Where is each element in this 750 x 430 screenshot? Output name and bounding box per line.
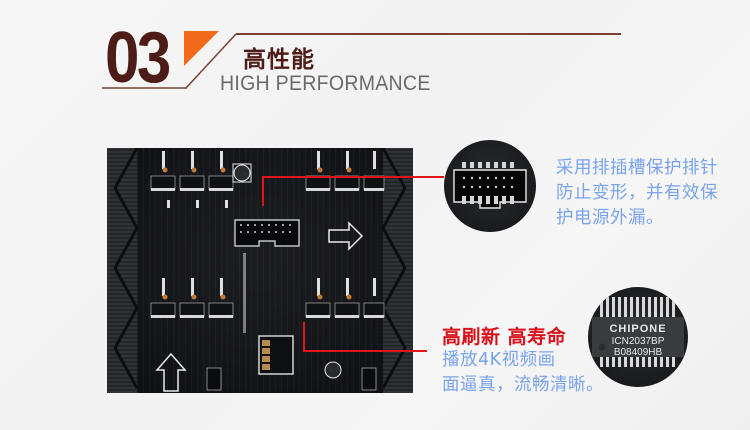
board-edge-left — [107, 148, 137, 393]
chip-description: 播放4K视频画 面逼真，流畅清晰。 — [442, 348, 642, 398]
arrow-right-icon — [328, 221, 364, 251]
capacitor-top — [232, 163, 252, 183]
section-subtitle: HIGH PERFORMANCE — [220, 72, 431, 95]
leader-line-chip-horizontal — [303, 350, 427, 352]
connector-description-line: 护电源外漏。 — [556, 208, 664, 228]
silkscreen-label — [243, 253, 246, 333]
chip-description-line: 面逼真，流畅清晰。 — [442, 375, 604, 395]
pcb-board-image — [107, 148, 413, 393]
header-rule-diagonal — [185, 33, 237, 89]
section-number: 03 — [105, 18, 171, 98]
arrow-up-icon — [155, 352, 187, 392]
section-title: 高性能 — [243, 47, 315, 73]
leader-line-connector-vertical — [262, 176, 264, 206]
leader-line-chip-vertical — [303, 322, 305, 352]
chip-description-line: 播放4K视频画 — [442, 350, 556, 370]
connector-description: 采用排插槽保护排针 防止变形，并有效保 护电源外漏。 — [556, 156, 736, 231]
board-edge-right — [383, 148, 413, 393]
chip-headline: 高刷新 高寿命 — [442, 326, 567, 348]
pcb-components — [113, 148, 407, 392]
ic-chips-small — [206, 367, 377, 391]
chip-batch: B08409HB — [613, 347, 663, 358]
header-decoration — [102, 31, 621, 89]
ic-chips-bottom-row — [150, 278, 385, 318]
connector-description-line: 防止变形，并有效保 — [556, 183, 718, 203]
leader-line-connector-horizontal — [262, 176, 444, 178]
ic-chips-top-row — [150, 151, 385, 208]
driver-chip-closeup-image: CHIPONE ICN2037BP B08409HB — [588, 287, 688, 387]
chip-model: ICN2037BP — [611, 336, 665, 347]
connector-description-line: 采用排插槽保护排针 — [556, 158, 718, 178]
potentiometer — [324, 361, 342, 379]
connector-closeup-image — [444, 140, 536, 232]
pin-header-connector — [234, 219, 300, 247]
chip-brand: CHIPONE — [609, 323, 667, 335]
accent-triangle-icon — [184, 31, 219, 66]
